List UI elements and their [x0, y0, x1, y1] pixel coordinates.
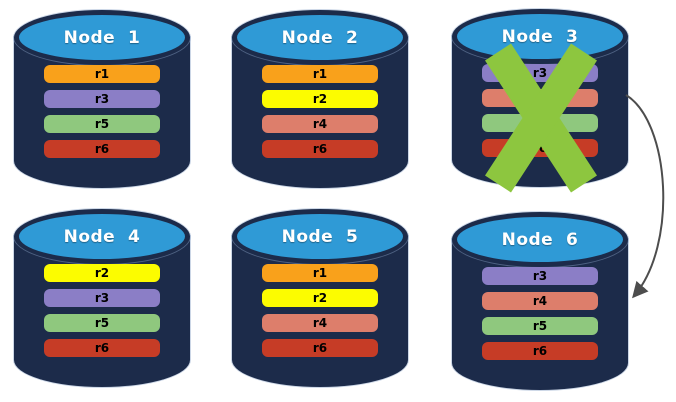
node-3: Node 3 r3 r4 r5 r6 — [452, 9, 628, 187]
row-bar: r1 — [44, 65, 160, 83]
row-label: r6 — [94, 142, 110, 156]
cylinder-top: Node 6 — [452, 212, 628, 267]
cylinder-top: Node 2 — [232, 10, 408, 65]
node-title: Node 1 — [63, 27, 141, 48]
row-bar: r6 — [44, 140, 160, 158]
row-bar: r2 — [262, 90, 378, 108]
row-bar: r4 — [262, 314, 378, 332]
node-title: Node 6 — [501, 229, 579, 250]
row-label: r2 — [94, 266, 110, 280]
row-bar: r1 — [262, 264, 378, 282]
row-bar: r6 — [262, 339, 378, 357]
row-label: r3 — [532, 66, 548, 80]
node-4: Node 4 r2 r3 r5 r6 — [14, 209, 190, 387]
row-label: r3 — [94, 291, 110, 305]
row-label: r6 — [94, 341, 110, 355]
row-bar: r4 — [482, 292, 598, 310]
row-bar: r6 — [44, 339, 160, 357]
node-1: Node 1 r1 r3 r5 r6 — [14, 10, 190, 188]
row-bar: r1 — [262, 65, 378, 83]
node-6: Node 6 r3 r4 r5 r6 — [452, 212, 628, 390]
row-label: r3 — [94, 92, 110, 106]
node-title: Node 2 — [281, 27, 359, 48]
row-label: r6 — [312, 341, 328, 355]
row-label: r5 — [532, 319, 548, 333]
row-label: r6 — [312, 142, 328, 156]
row-label: r2 — [312, 92, 328, 106]
cylinder-top: Node 1 — [14, 10, 190, 65]
cylinder-top: Node 5 — [232, 209, 408, 264]
row-label: r2 — [312, 291, 328, 305]
node-5: Node 5 r1 r2 r4 r6 — [232, 209, 408, 387]
failover-arrow — [625, 94, 665, 299]
row-label: r5 — [94, 117, 110, 131]
row-label: r4 — [532, 294, 548, 308]
row-bar: r3 — [44, 289, 160, 307]
row-bar: r5 — [482, 317, 598, 335]
row-list: r1 r2 r4 r6 — [232, 264, 408, 357]
row-list: r3 r4 r5 r6 — [452, 267, 628, 360]
row-label: r3 — [532, 269, 548, 283]
row-bar: r5 — [44, 314, 160, 332]
row-list: r1 r3 r5 r6 — [14, 65, 190, 158]
row-bar: r6 — [482, 342, 598, 360]
failure-x-icon — [485, 43, 597, 193]
row-bar: r2 — [262, 289, 378, 307]
row-label: r1 — [312, 67, 328, 81]
cylinder-top: Node 3 — [452, 9, 628, 64]
row-label: r1 — [94, 67, 110, 81]
node-title: Node 4 — [63, 226, 141, 247]
node-2: Node 2 r1 r2 r4 r6 — [232, 10, 408, 188]
row-list: r1 r2 r4 r6 — [232, 65, 408, 158]
row-label: r4 — [312, 316, 328, 330]
row-label: r4 — [312, 117, 328, 131]
row-label: r1 — [312, 266, 328, 280]
row-bar: r2 — [44, 264, 160, 282]
row-list: r2 r3 r5 r6 — [14, 264, 190, 357]
row-bar: r6 — [262, 140, 378, 158]
row-bar: r5 — [44, 115, 160, 133]
row-bar: r3 — [44, 90, 160, 108]
row-bar: r3 — [482, 267, 598, 285]
node-title: Node 3 — [501, 26, 579, 47]
cylinder-top: Node 4 — [14, 209, 190, 264]
row-label: r5 — [94, 316, 110, 330]
node-title: Node 5 — [281, 226, 359, 247]
row-bar: r4 — [262, 115, 378, 133]
row-label: r6 — [532, 344, 548, 358]
